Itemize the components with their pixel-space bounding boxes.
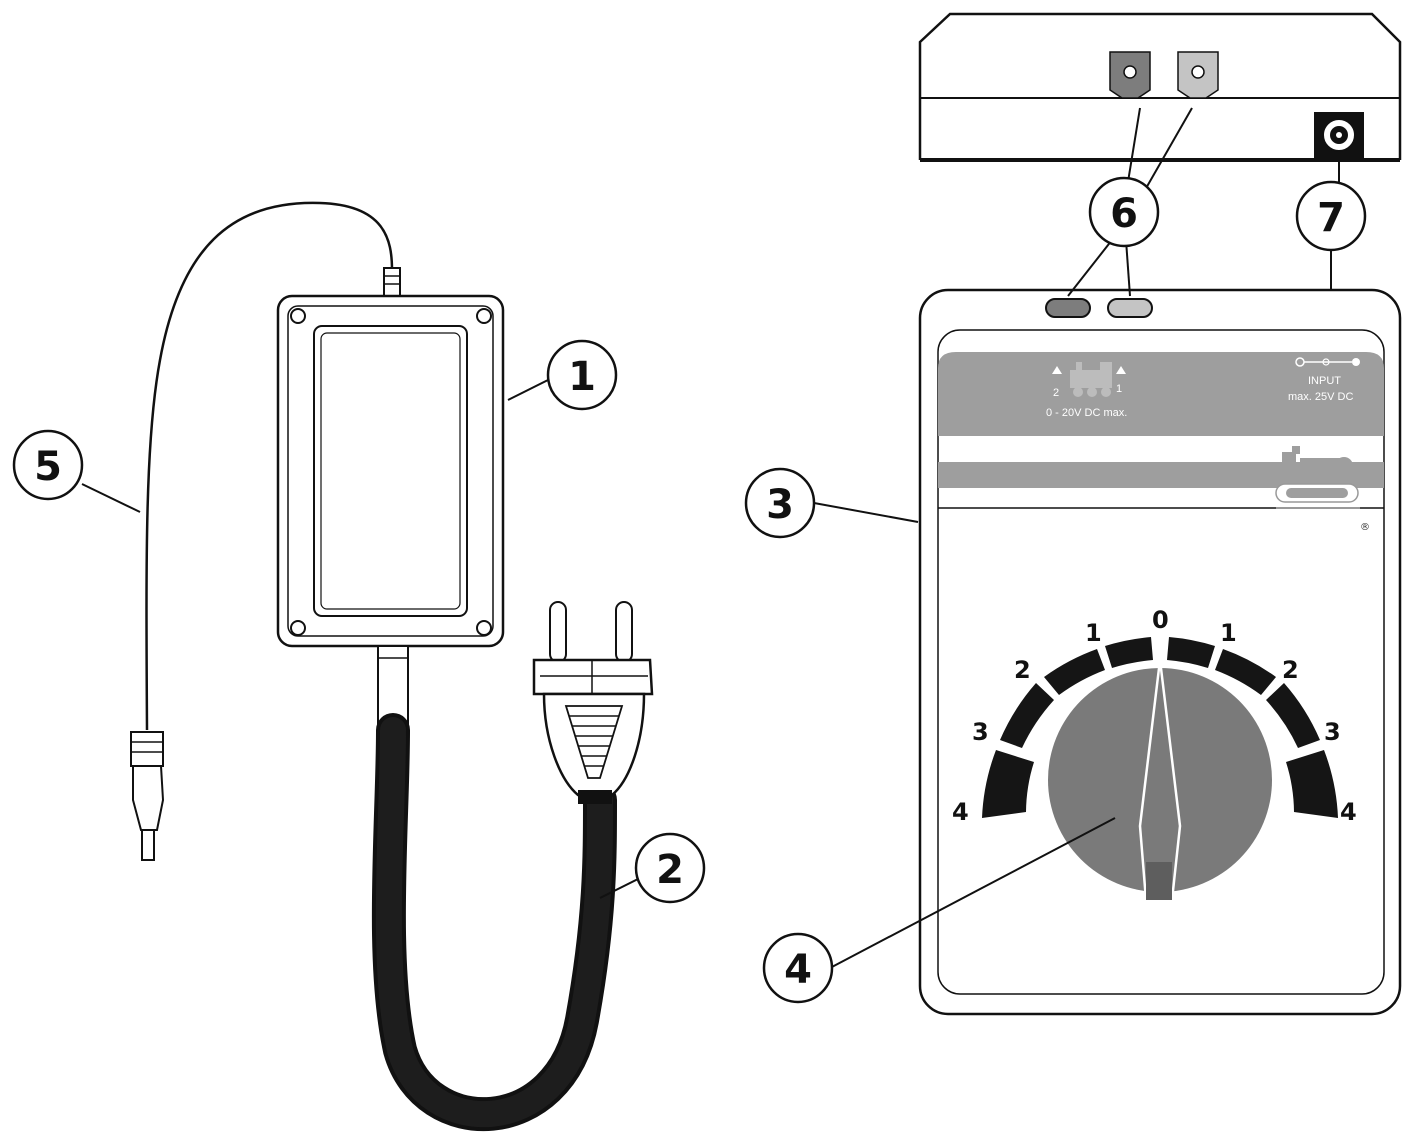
svg-text:2: 2 bbox=[656, 847, 684, 893]
output-polarity-right: 1 bbox=[1116, 383, 1122, 395]
dc-polarity-icon bbox=[1295, 357, 1360, 367]
controller-front: 2 1 0 - 20V DC max. INPUT max. 25V DC ® bbox=[918, 288, 1402, 1016]
svg-text:1: 1 bbox=[568, 354, 596, 400]
scale-label-right-1: 1 bbox=[1220, 619, 1237, 647]
scale-label-left-2: 2 bbox=[1014, 656, 1031, 684]
screw-icon bbox=[476, 308, 492, 324]
screw-icon bbox=[476, 620, 492, 636]
input-rating: max. 25V DC bbox=[1288, 391, 1353, 403]
leader-lines bbox=[81, 107, 1340, 969]
locomotive-icon bbox=[1052, 362, 1126, 397]
scale-segment bbox=[1266, 683, 1320, 748]
callout-3: 3 bbox=[744, 467, 816, 539]
scale-label-right-2: 2 bbox=[1282, 656, 1299, 684]
svg-text:5: 5 bbox=[34, 444, 62, 490]
dc-plug bbox=[130, 731, 165, 861]
output-terminal-light bbox=[1177, 51, 1219, 99]
callout-2: 2 bbox=[634, 832, 706, 904]
scale-segment bbox=[982, 750, 1034, 818]
scale-label-left-3: 3 bbox=[972, 718, 989, 746]
screw-icon bbox=[290, 308, 306, 324]
scale-label-center-0: 0 bbox=[1152, 606, 1169, 634]
terminal-indicator-light bbox=[1107, 298, 1153, 318]
scale-segment bbox=[1000, 683, 1054, 748]
svg-text:3: 3 bbox=[766, 482, 794, 528]
output-rating: 0 - 20V DC max. bbox=[1046, 407, 1127, 419]
callout-4: 4 bbox=[762, 932, 834, 1004]
mains-plug bbox=[532, 601, 654, 804]
locomotive-logo-icon bbox=[1275, 446, 1360, 509]
speed-knob[interactable] bbox=[1048, 659, 1272, 902]
scale-segment bbox=[1044, 649, 1105, 695]
top-strain-relief bbox=[383, 267, 401, 297]
scale-label-left-4: 4 bbox=[952, 798, 969, 826]
callout-6: 6 bbox=[1088, 176, 1160, 248]
input-label: INPUT bbox=[1308, 375, 1341, 387]
scale-segment bbox=[1167, 637, 1215, 668]
power-supply-housing bbox=[276, 294, 505, 648]
svg-text:4: 4 bbox=[784, 947, 812, 993]
plug-pin bbox=[549, 601, 567, 663]
output-terminal-dark bbox=[1109, 51, 1151, 99]
input-socket bbox=[1314, 112, 1364, 158]
controller-rear-view bbox=[918, 12, 1402, 162]
svg-text:6: 6 bbox=[1110, 191, 1138, 237]
svg-text:7: 7 bbox=[1317, 195, 1345, 241]
low-voltage-cable bbox=[145, 201, 394, 731]
scale-segment bbox=[1286, 750, 1338, 818]
callout-5: 5 bbox=[12, 429, 84, 501]
scale-segment bbox=[1105, 637, 1153, 668]
output-polarity-left: 2 bbox=[1053, 387, 1059, 399]
scale-label-right-4: 4 bbox=[1340, 798, 1357, 826]
speed-scale bbox=[982, 637, 1338, 818]
callout-7: 7 bbox=[1295, 180, 1367, 252]
label-panel bbox=[938, 352, 1384, 436]
power-supply bbox=[130, 201, 654, 1132]
registered-mark: ® bbox=[1360, 522, 1370, 533]
scale-segment bbox=[1215, 649, 1276, 695]
scale-label-right-3: 3 bbox=[1324, 718, 1341, 746]
callout-1: 1 bbox=[546, 339, 618, 411]
terminal-indicator-dark bbox=[1045, 298, 1091, 318]
screw-icon bbox=[290, 620, 306, 636]
mains-cable bbox=[371, 713, 617, 1132]
scale-label-left-1: 1 bbox=[1085, 619, 1102, 647]
plug-pin bbox=[615, 601, 633, 663]
